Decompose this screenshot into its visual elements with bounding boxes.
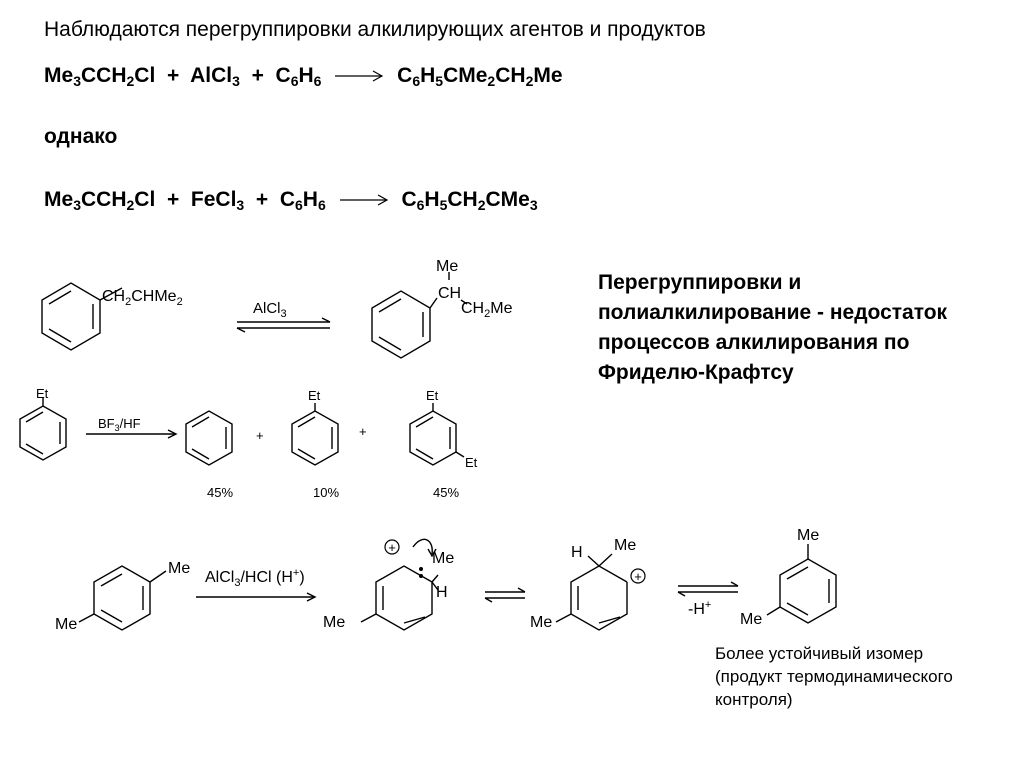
reactant-neopentyl-chloride: Me3CCH2Cl [44, 64, 156, 89]
hydrogen-label: H [571, 544, 583, 561]
plus-sign: + [251, 64, 264, 87]
plus-sign: + [255, 188, 269, 211]
methyl-label: Me [55, 616, 77, 633]
plus-sign: + [256, 428, 264, 443]
hydrogen-label: H [436, 584, 448, 601]
reactant-benzene: C6H6 [279, 188, 326, 213]
equilibrium-arrow [677, 581, 739, 597]
thermodynamic-note: Более устойчивый изомер (продукт термоди… [715, 644, 953, 709]
plus-sign: + [359, 424, 367, 439]
methyl-label: Me [740, 611, 762, 628]
side-title: Перегруппировки и полиалкилирование - не… [598, 271, 948, 384]
catalyst-fecl3: FeCl3 [190, 188, 245, 213]
ethyl-group-label: CH2Me [461, 300, 513, 320]
ethyl-label: Et [36, 386, 49, 401]
yield-benzene: 45% [207, 485, 233, 500]
ethylbenzene-ring [19, 398, 67, 461]
m-xylene-ring [766, 544, 837, 624]
ch-label: CH [438, 285, 461, 302]
methyl-label: Me [614, 537, 636, 554]
methyl-label: Me [323, 614, 345, 631]
product-neopentylbenzene: C6H5CH2CMe3 [401, 188, 538, 213]
equilibrium-arrow [236, 317, 331, 333]
yield-diethylbenzene: 45% [433, 485, 459, 500]
reagent-label: BF3/HF [98, 416, 141, 433]
yield-ethylbenzene: 10% [313, 485, 339, 500]
benzene-ring [185, 410, 233, 466]
reactant-benzene: C6H6 [275, 64, 322, 89]
equation-fecl3: Me3CCH2Cl + FeCl3 + C6H6 C6H5CH2CMe3 [44, 188, 538, 212]
arenium-ion-ring [360, 538, 439, 631]
plus-sign: + [166, 188, 180, 211]
reactant-neopentyl-chloride: Me3CCH2Cl [44, 188, 156, 213]
carbocation-charge: + [384, 539, 400, 555]
ethyl-label: Et [465, 455, 478, 470]
diethylbenzene-ring [409, 403, 465, 466]
equation-alcl3: Me3CCH2Cl + AlCl3 + C6H6 C6H5CMe2CH2Me [44, 64, 563, 88]
deprotonation-label: -H+ [688, 599, 711, 618]
ethyl-label: Et [308, 388, 321, 403]
however-label: однако [44, 125, 118, 148]
sec-butylbenzene-ring [371, 272, 468, 359]
plus-sign: + [166, 64, 180, 87]
methyl-label: Me [168, 560, 190, 577]
ethyl-label: Et [426, 388, 439, 403]
reaction-arrow [86, 429, 178, 439]
reaction-arrow [196, 592, 317, 602]
methyl-label: Me [530, 614, 552, 631]
page-title: Наблюдаются перегруппировки алкилирующих… [44, 18, 706, 41]
isobutylbenzene-ring [41, 282, 123, 351]
reaction-arrow [339, 194, 388, 206]
reagent-label: AlCl3 [253, 300, 287, 320]
reaction-arrow [335, 70, 384, 82]
equilibrium-arrow [484, 587, 526, 603]
p-xylene-ring [78, 565, 167, 631]
svg-text:+: + [634, 569, 642, 584]
carbocation-charge: + [630, 568, 646, 584]
product-tert-amylbenzene: C6H5CMe2CH2Me [397, 64, 563, 89]
catalyst-alcl3: AlCl3 [190, 64, 240, 89]
isobutyl-group-label: CH2CHMe2 [102, 288, 183, 308]
lone-pair-dots [419, 567, 423, 578]
ethylbenzene-ring [291, 403, 339, 466]
methyl-label: Me [797, 527, 819, 544]
reagent-label: AlCl3/HCl (H+) [205, 567, 305, 589]
methyl-label: Me [432, 550, 454, 567]
methyl-label: Me [436, 258, 458, 275]
svg-text:+: + [388, 540, 396, 555]
arenium-ion-ring-2 [555, 553, 628, 631]
